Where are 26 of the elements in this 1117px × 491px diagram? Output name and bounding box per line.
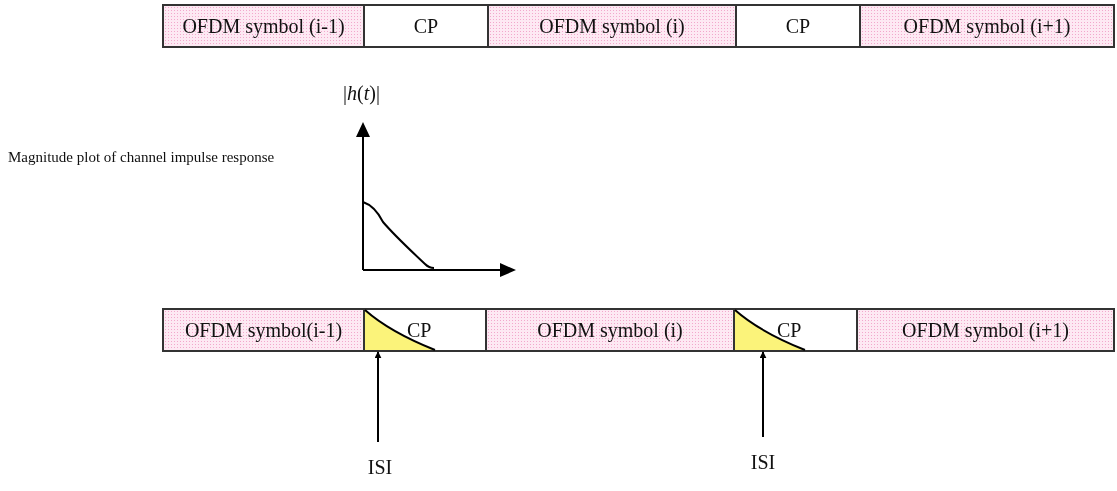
box-label: CP [785,14,811,38]
math-label: |h(t)| [343,82,380,105]
cyclic-prefix-box [733,308,858,352]
box-label: OFDM symbol(i-1) [184,318,343,342]
cyclic-prefix-box [363,4,489,48]
box-label: CP [413,14,439,38]
symbol-box [162,4,365,48]
arrow [374,351,382,443]
symbol-box [859,4,1115,48]
isi-label: ISI [367,455,393,479]
cyclic-prefix-box [735,4,861,48]
arrow [759,351,767,438]
symbol-box [485,308,735,352]
description-text: Magnitude plot of channel impulse response [8,148,276,167]
symbol-box [162,308,365,352]
box-label: OFDM symbol (i+1) [902,318,1069,342]
box-label: OFDM symbol (i) [539,14,685,38]
symbol-box [856,308,1115,352]
symbol-box [487,4,737,48]
box-label: OFDM symbol (i-1) [182,14,345,38]
box-label: CP [407,318,432,342]
box-label: OFDM symbol (i+1) [903,14,1071,38]
cyclic-prefix-box [363,308,487,352]
box-label: OFDM symbol (i) [537,318,683,342]
box-label: CP [777,318,802,342]
isi-label: ISI [750,450,776,474]
